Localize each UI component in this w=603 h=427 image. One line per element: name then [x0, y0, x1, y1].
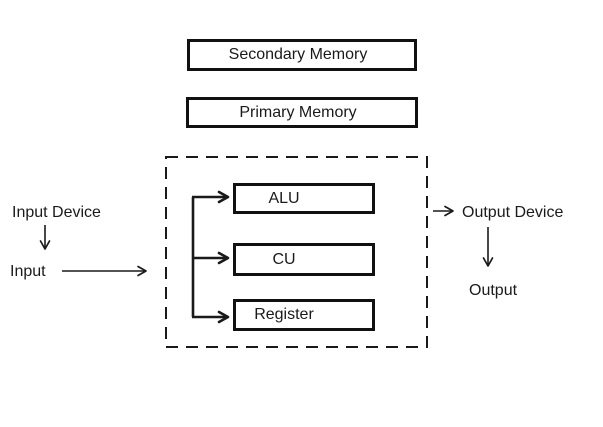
cu-box: CU	[233, 243, 375, 276]
input-label: Input	[10, 263, 46, 280]
primary-memory-box: Primary Memory	[186, 97, 418, 128]
register-box: Register	[233, 299, 375, 331]
cu-label: CU	[272, 250, 296, 268]
input-device-label: Input Device	[12, 204, 101, 221]
secondary-memory-label: Secondary Memory	[228, 46, 368, 63]
output-label: Output	[469, 282, 518, 299]
alu-label: ALU	[268, 189, 300, 207]
output-device-label: Output Device	[462, 204, 564, 221]
primary-memory-label: Primary Memory	[239, 103, 357, 121]
register-label: Register	[254, 306, 314, 323]
secondary-memory-box: Secondary Memory	[187, 39, 417, 71]
alu-box: ALU	[233, 183, 375, 214]
